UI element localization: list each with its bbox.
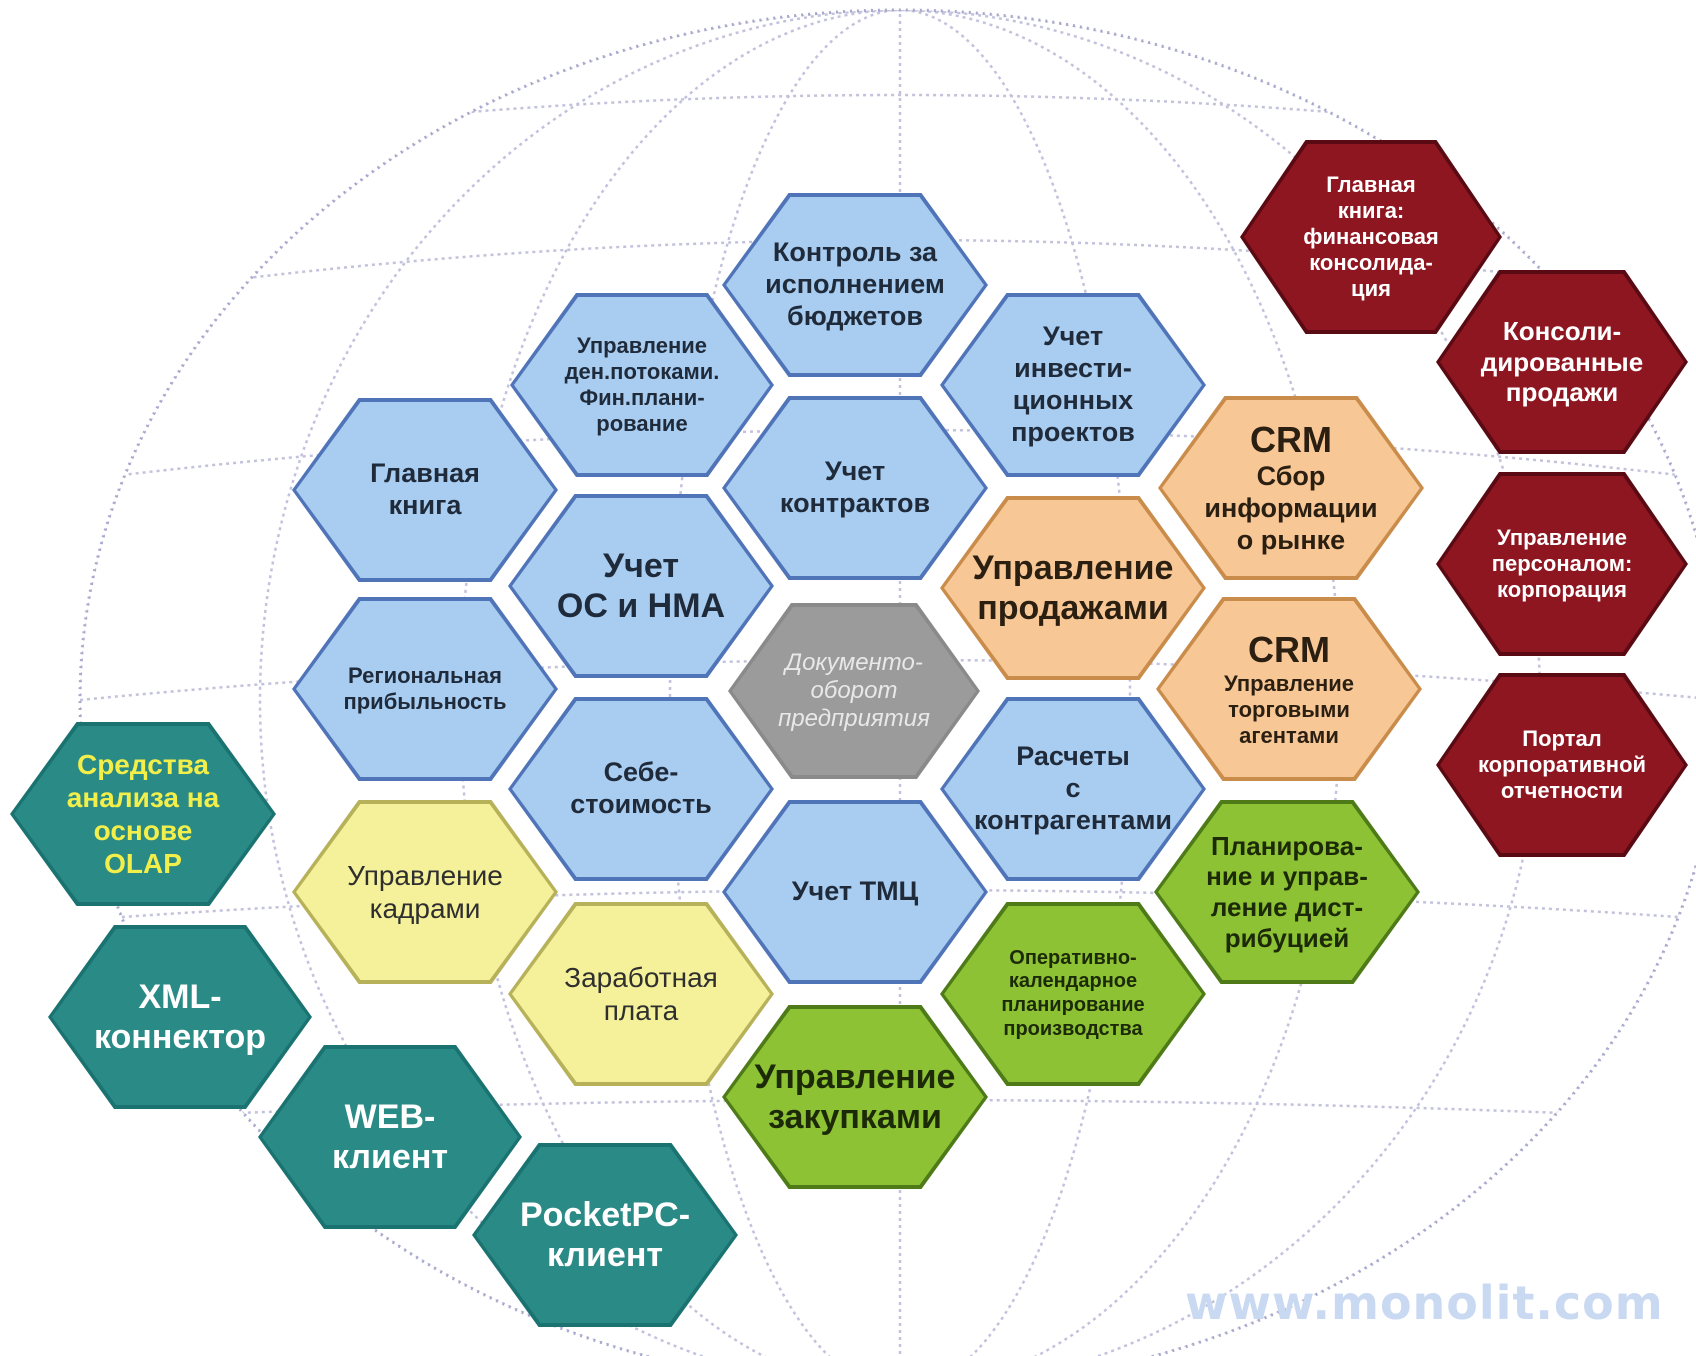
payroll-label: Заработная плата <box>564 961 718 1026</box>
fixed-assets-label: Учет ОС и НМА <box>556 546 726 625</box>
hex-hr-corporation: Управление персоналом: корпорация <box>1436 472 1688 656</box>
reporting-portal-label: Портал корпоративной отчетности <box>1477 726 1647 803</box>
production-planning-label: Оперативно- календарное планирование про… <box>1001 946 1145 1040</box>
cost-price-label: Себе- стоимость <box>570 757 712 819</box>
general-ledger-label: Главная книга <box>370 458 480 520</box>
hex-distribution: Планирова- ние и управ- ление дист- рибу… <box>1154 800 1420 984</box>
crm-market-text: Сбор информации о рынке <box>1204 461 1378 556</box>
regional-profit-label: Региональная прибыльность <box>343 663 507 714</box>
hex-reporting-portal: Портал корпоративной отчетности <box>1436 673 1688 857</box>
contracts-label: Учет контрактов <box>779 456 931 518</box>
settlements-label: Расчеты с контрагентами <box>973 741 1173 835</box>
pocketpc-client-label: PocketPC- клиент <box>519 1195 691 1274</box>
hr-corporation-label: Управление персоналом: корпорация <box>1491 525 1633 602</box>
inventory-label: Учет ТМЦ <box>791 876 919 907</box>
consolidated-sales-label: Консоли- дированные продажи <box>1480 315 1644 408</box>
sales-management-label: Управление продажами <box>972 548 1174 627</box>
distribution-label: Планирова- ние и управ- ление дист- рибу… <box>1206 830 1368 953</box>
hex-olap-tools: Средства анализа на основе OLAP <box>10 722 276 906</box>
cash-flow-label: Управление ден.потоками. Фин.плани- рова… <box>564 333 720 436</box>
hex-production-planning: Оперативно- календарное планирование про… <box>940 902 1206 1086</box>
document-flow-label: Документо- оборот предприятия <box>778 648 930 733</box>
watermark-url: www.monolit.com <box>1185 1276 1664 1330</box>
xml-connector-label: XML- коннектор <box>93 977 267 1056</box>
web-client-label: WEB- клиент <box>331 1097 449 1176</box>
olap-tools-label: Средства анализа на основе OLAP <box>66 748 220 880</box>
gl-consolidation-label: Главная книга: финансовая консолида- ция <box>1303 172 1439 301</box>
crm-agents-title: CRM <box>1248 628 1330 670</box>
budget-control-label: Контроль за исполнением бюджетов <box>765 237 945 331</box>
crm-agents-text: Управление торговыми агентами <box>1223 671 1354 749</box>
crm-market-title: CRM <box>1250 418 1332 460</box>
purchasing-label: Управление закупками <box>754 1057 956 1136</box>
hex-investment-projects: Учет инвести- ционных проектов <box>940 293 1206 477</box>
investment-projects-label: Учет инвести- ционных проектов <box>1011 321 1135 447</box>
hr-management-label: Управление кадрами <box>347 859 503 924</box>
